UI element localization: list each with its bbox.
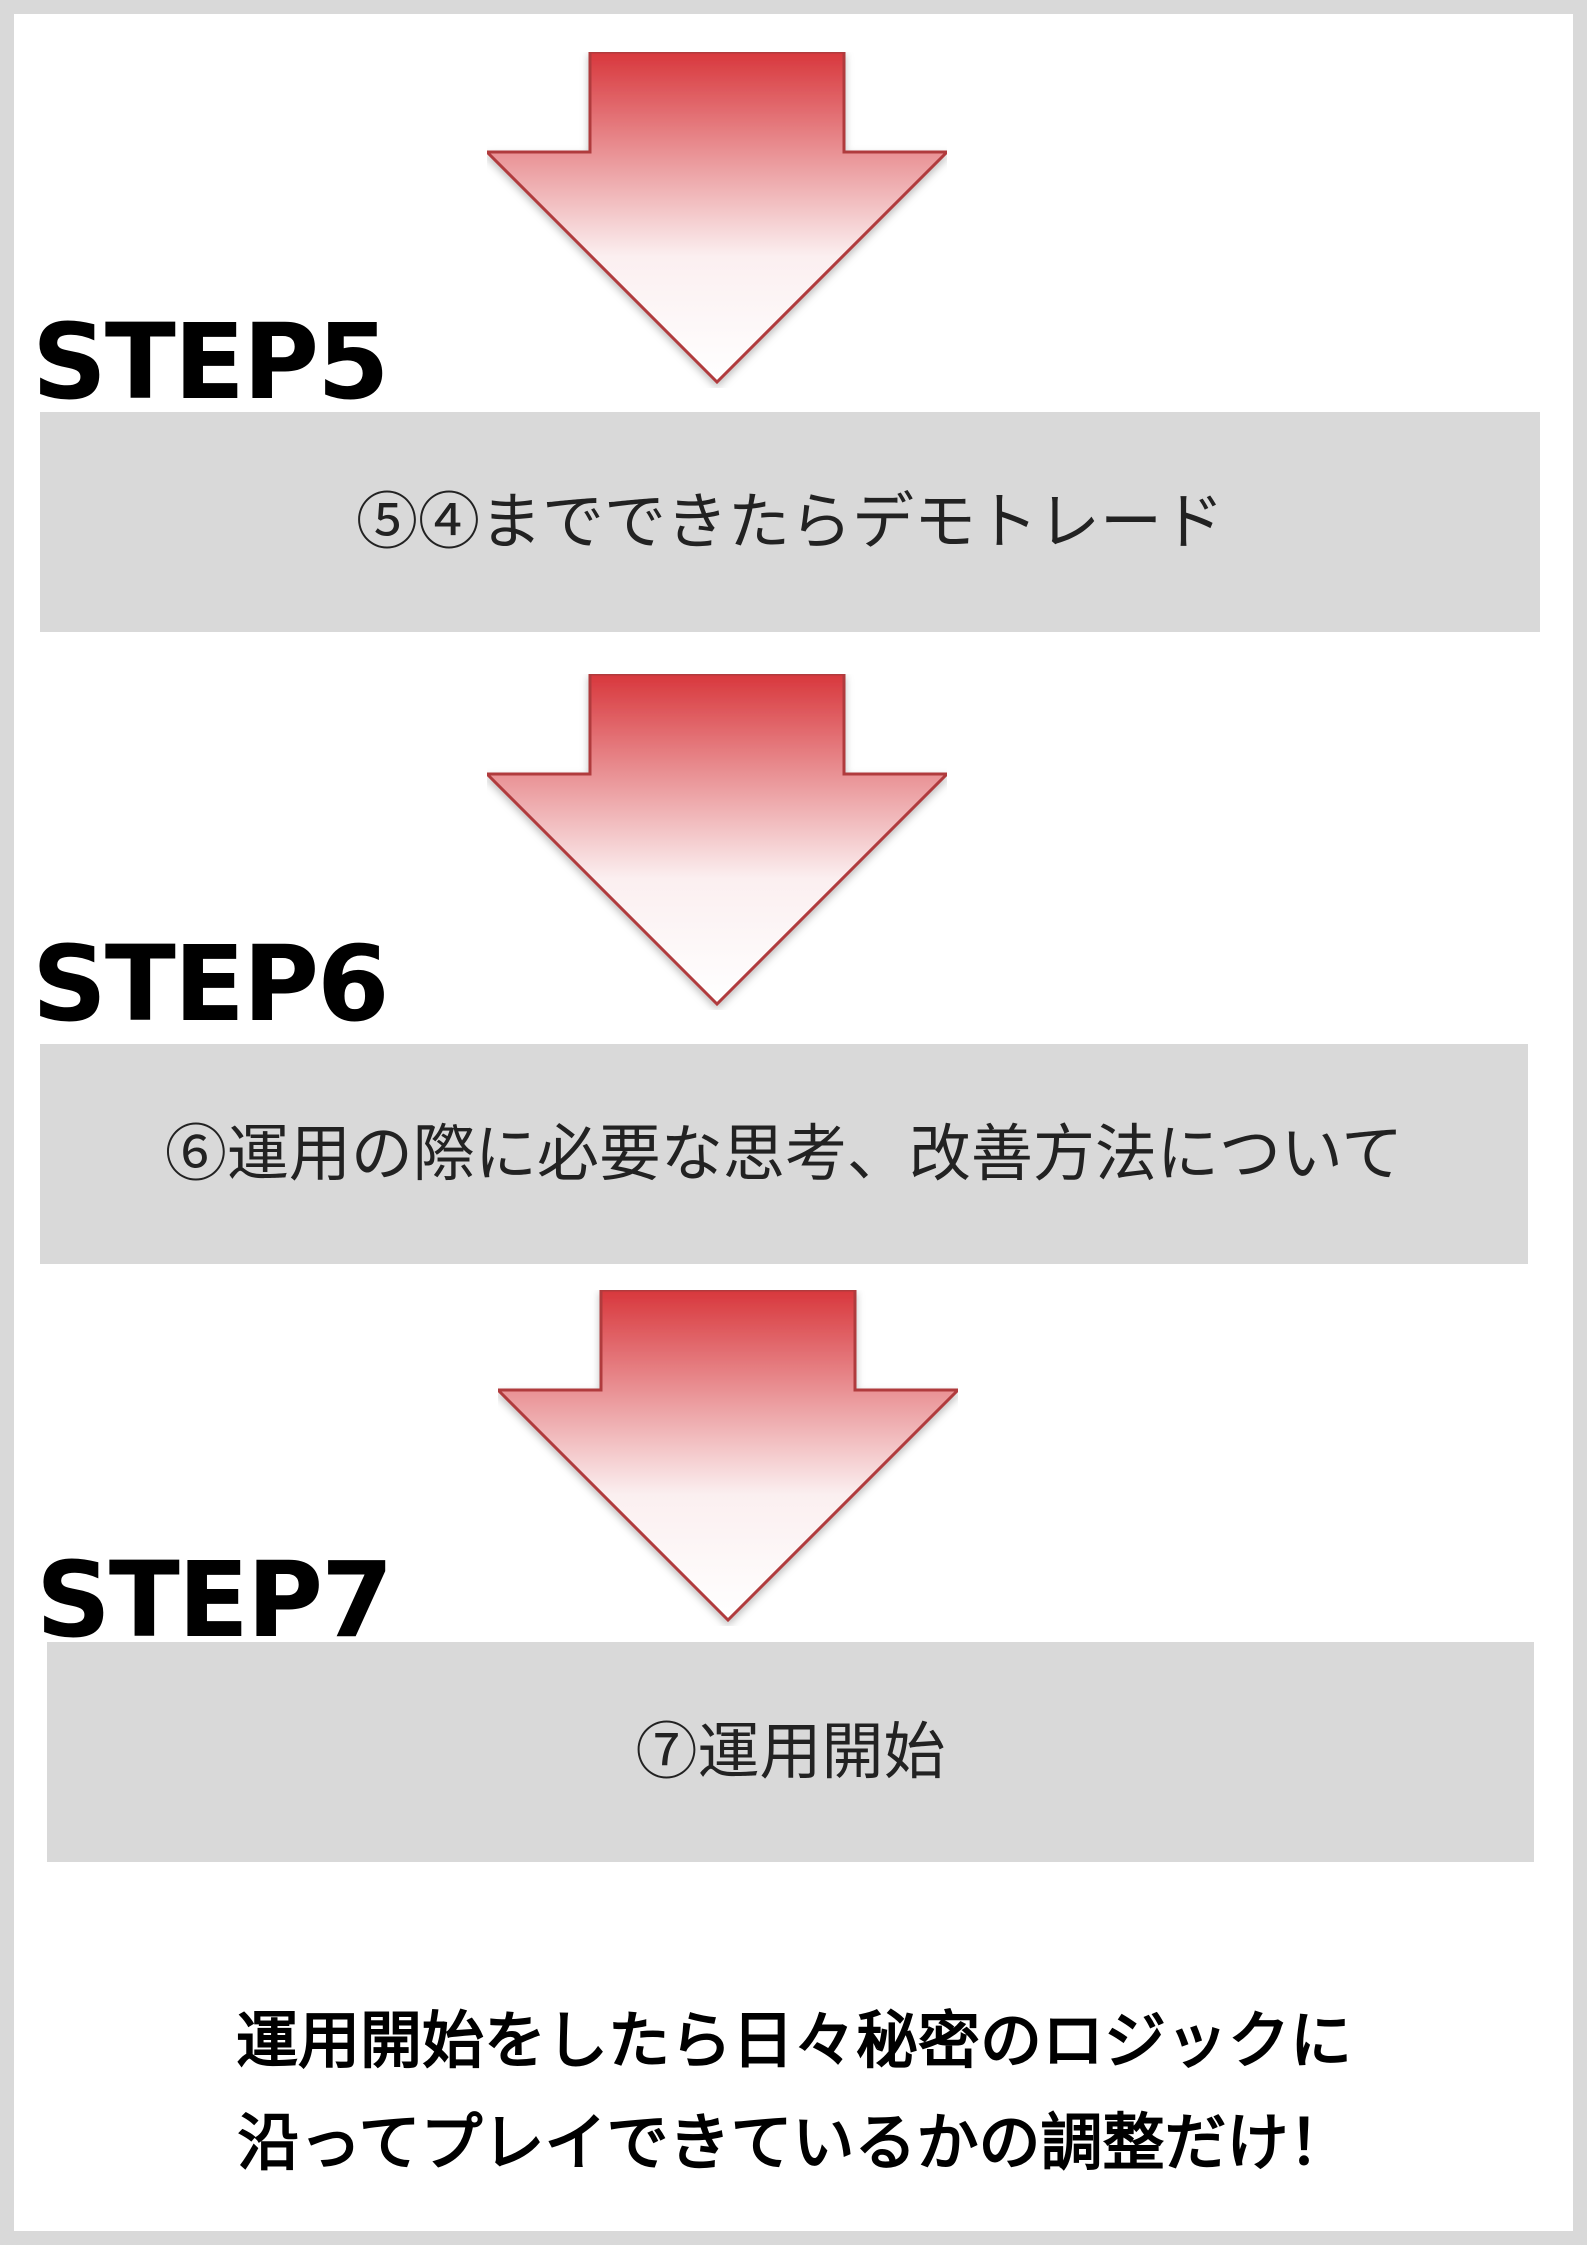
- footer-line-2: 沿ってプレイできているかの調整だけ！: [237, 2106, 1351, 2179]
- step5-box: ⑤④までできたらデモトレード: [40, 412, 1540, 632]
- step6-text: ⑥運用の際に必要な思考、改善方法について: [164, 1117, 1404, 1190]
- step7-box: ⑦運用開始: [47, 1642, 1534, 1862]
- step5-text: ⑤④までできたらデモトレード: [355, 485, 1224, 558]
- step7-text: ⑦運用開始: [635, 1715, 946, 1788]
- down-arrow-icon: [487, 52, 947, 385]
- step6-box: ⑥運用の際に必要な思考、改善方法について: [40, 1044, 1528, 1264]
- page-frame: STEP5 ⑤④までできたらデモトレード STEP6 ⑥運用の際に必要な思考、改…: [14, 14, 1573, 2231]
- down-arrow-icon: [487, 674, 947, 1007]
- footer-line-1: 運用開始をしたら日々秘密のロジックに: [235, 2004, 1352, 2077]
- step7-label: STEP7: [36, 1539, 393, 1661]
- step5-label: STEP5: [32, 301, 389, 423]
- down-arrow-icon: [498, 1290, 958, 1623]
- step6-label: STEP6: [32, 923, 389, 1045]
